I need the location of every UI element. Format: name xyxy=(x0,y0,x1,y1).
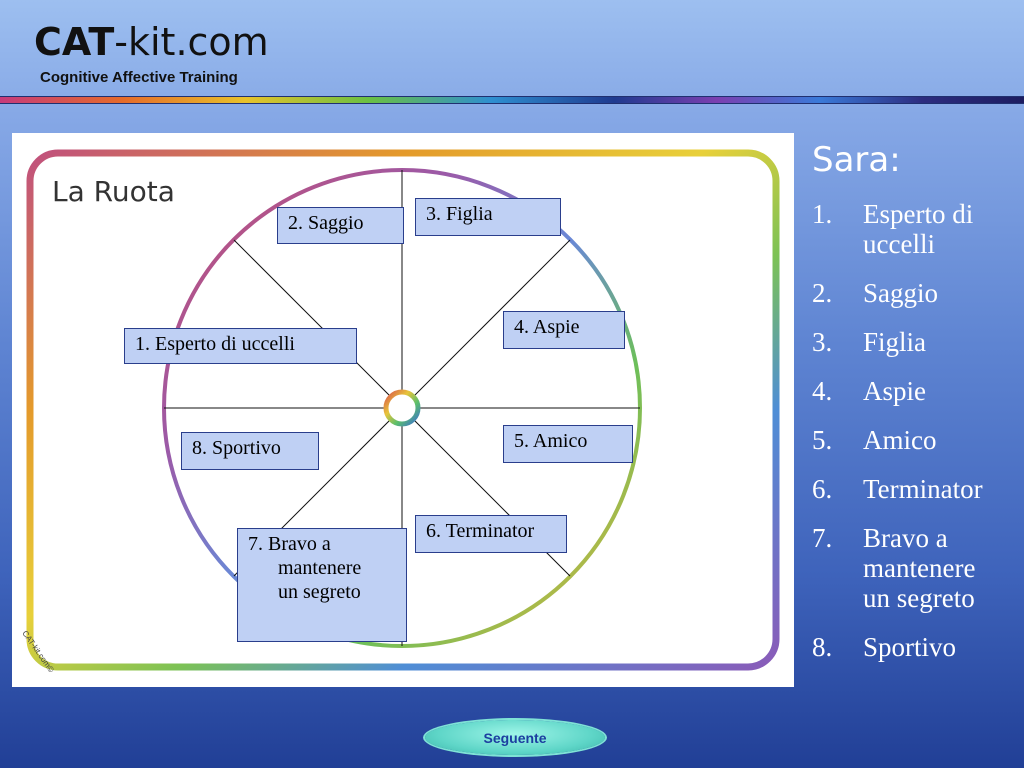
trait-text-line: Aspie xyxy=(863,376,926,406)
wheel-hub xyxy=(383,389,421,427)
wheel-label-saggio: 2. Saggio xyxy=(277,207,404,244)
wheel-label-sportivo: 8. Sportivo xyxy=(181,432,319,470)
trait-text-line: Saggio xyxy=(863,278,939,308)
trait-item: 2. Saggio xyxy=(812,278,1024,308)
trait-text-line: mantenere xyxy=(863,553,976,583)
wheel-label-figlia: 3. Figlia xyxy=(415,198,561,236)
bravo-line-2: mantenere xyxy=(278,557,362,579)
wheel-label-terminator: 6. Terminator xyxy=(415,515,567,553)
trait-number: 8. xyxy=(812,632,833,662)
trait-number: 5. xyxy=(812,425,833,455)
wheel-label-bravo: 7. Bravo a mantenere un segreto xyxy=(237,528,407,642)
logo-wordmark: CAT-kit.com xyxy=(34,20,269,64)
trait-text-line: Figlia xyxy=(863,327,927,357)
wheel-drawing: La Ruota CAT-kit.com© xyxy=(20,149,780,674)
cat-kit-logo: CAT-kit.com Cognitive Affective Training xyxy=(34,20,304,95)
wheel-label-aspie: 4. Aspie xyxy=(503,311,625,349)
logo-rest: -kit.com xyxy=(114,20,269,64)
panel-title: Sara: xyxy=(812,140,901,180)
wheel-title: La Ruota xyxy=(52,175,175,208)
trait-text-line: Sportivo xyxy=(863,632,957,662)
trait-text-line: Terminator xyxy=(863,474,983,504)
trait-text-line: Bravo a xyxy=(863,523,948,553)
bravo-line-1: 7. Bravo a xyxy=(248,533,331,555)
trait-number: 3. xyxy=(812,327,833,357)
trait-text-line: Amico xyxy=(863,425,937,455)
trait-item: 5. Amico xyxy=(812,425,1024,455)
rainbow-divider xyxy=(0,96,1024,104)
watermark-text: CAT-kit.com© xyxy=(20,629,55,674)
trait-item: 3. Figlia xyxy=(812,327,1024,357)
trait-text-line: un segreto xyxy=(863,583,975,613)
wheel-label-amico: 5. Amico xyxy=(503,425,633,463)
trait-number: 7. xyxy=(812,523,833,553)
trait-text-line: uccelli xyxy=(863,229,935,259)
trait-item: 6. Terminator xyxy=(812,474,1024,504)
trait-item: 8. Sportivo xyxy=(812,632,1024,662)
bravo-line-3: un segreto xyxy=(278,581,361,603)
next-button[interactable]: Seguente xyxy=(425,720,605,755)
rainbow-frame xyxy=(26,149,780,671)
wheel-image: La Ruota CAT-kit.com© 2. Saggio 3. Figli… xyxy=(12,133,794,687)
trait-text-line: Esperto di xyxy=(863,199,974,229)
trait-number: 6. xyxy=(812,474,833,504)
next-button-label: Seguente xyxy=(483,729,547,746)
trait-number: 1. xyxy=(812,199,833,229)
wheel-label-esperto: 1. Esperto di uccelli xyxy=(124,328,357,364)
logo-cat: CAT xyxy=(34,20,115,64)
trait-number: 2. xyxy=(812,278,833,308)
trait-number: 4. xyxy=(812,376,833,406)
trait-item: 4. Aspie xyxy=(812,376,1024,406)
logo-tagline: Cognitive Affective Training xyxy=(40,69,238,86)
